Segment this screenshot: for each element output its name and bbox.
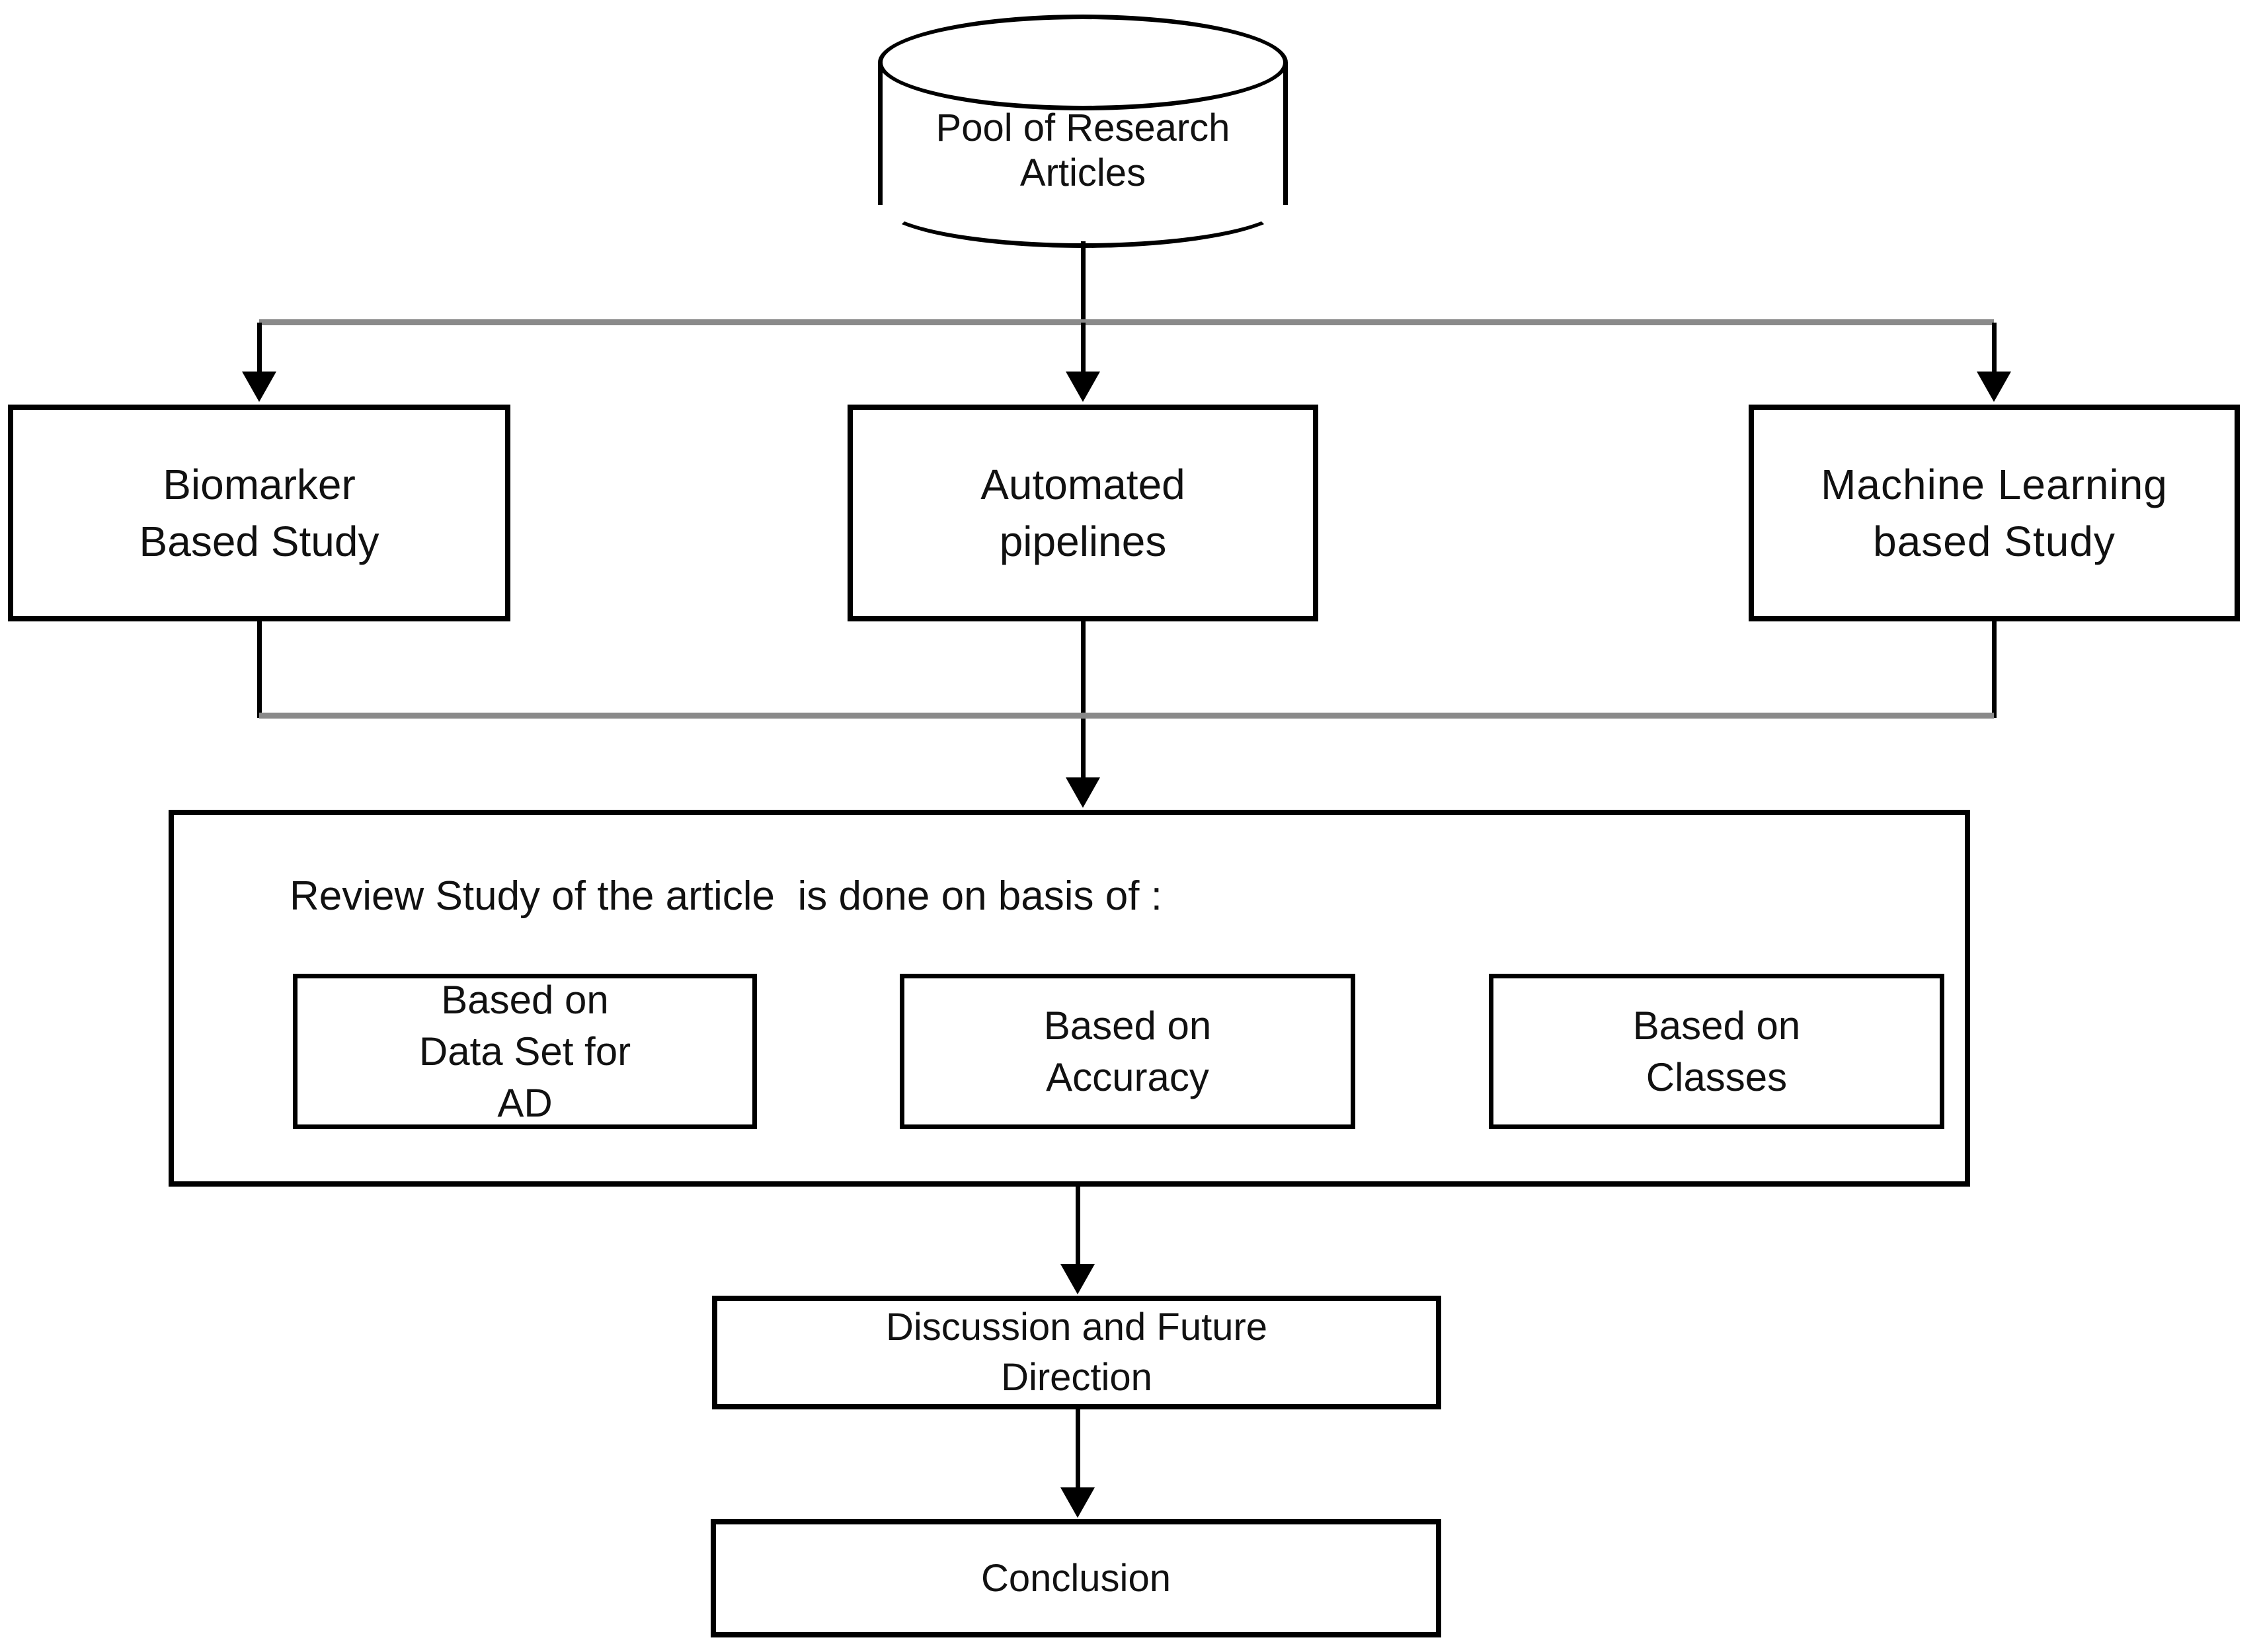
- arrowhead-into-discussion: [1060, 1264, 1095, 1294]
- connector-pool-to-split: [1081, 241, 1086, 325]
- arrowhead-into-review: [1066, 777, 1100, 808]
- discussion-box: Discussion and Future Direction: [712, 1296, 1441, 1409]
- arrowhead-into-biomarker: [242, 372, 276, 402]
- conclusion-box: Conclusion: [711, 1519, 1441, 1637]
- pool-label: Pool of Research Articles: [935, 106, 1230, 194]
- drop-line-ml: [1992, 323, 1997, 377]
- based-on-accuracy-label: Based on Accuracy: [1043, 1003, 1212, 1099]
- automated-pipelines-label: Automated pipelines: [980, 461, 1185, 565]
- arrowhead-into-ml: [1977, 372, 2011, 402]
- exit-line-biomarker: [257, 621, 262, 718]
- based-on-dataset-box: Based on Data Set for AD: [293, 974, 757, 1129]
- connector-discussion-to-conclusion: [1076, 1409, 1080, 1491]
- based-on-dataset-label: Based on Data Set for AD: [418, 977, 631, 1125]
- machine-learning-label: Machine Learning based Study: [1821, 461, 2168, 565]
- biomarker-box: Biomarker Based Study: [8, 405, 510, 621]
- machine-learning-box: Machine Learning based Study: [1749, 405, 2240, 621]
- split-rail-line: [259, 319, 1994, 325]
- biomarker-label: Biomarker Based Study: [139, 461, 379, 565]
- arrowhead-into-automated: [1066, 372, 1100, 402]
- exit-line-ml: [1992, 621, 1997, 718]
- conclusion-label: Conclusion: [981, 1557, 1171, 1600]
- connector-review-to-discussion: [1076, 1187, 1080, 1269]
- review-box: Review Study of the article is done on b…: [169, 810, 1970, 1187]
- based-on-classes-box: Based on Classes: [1489, 974, 1944, 1129]
- arrowhead-into-conclusion: [1060, 1487, 1095, 1518]
- converge-rail-line: [259, 713, 1994, 719]
- cylinder-bottom-arc: [878, 159, 1288, 248]
- based-on-classes-label: Based on Classes: [1632, 1003, 1801, 1099]
- drop-line-biomarker: [257, 323, 262, 377]
- cylinder-top-ellipse: [878, 15, 1288, 110]
- discussion-label: Discussion and Future Direction: [885, 1306, 1268, 1399]
- automated-pipelines-box: Automated pipelines: [848, 405, 1318, 621]
- exit-line-automated-spine: [1081, 621, 1086, 779]
- drop-line-automated: [1081, 323, 1086, 377]
- review-heading: Review Study of the article is done on b…: [290, 873, 1162, 919]
- based-on-accuracy-box: Based on Accuracy: [900, 974, 1355, 1129]
